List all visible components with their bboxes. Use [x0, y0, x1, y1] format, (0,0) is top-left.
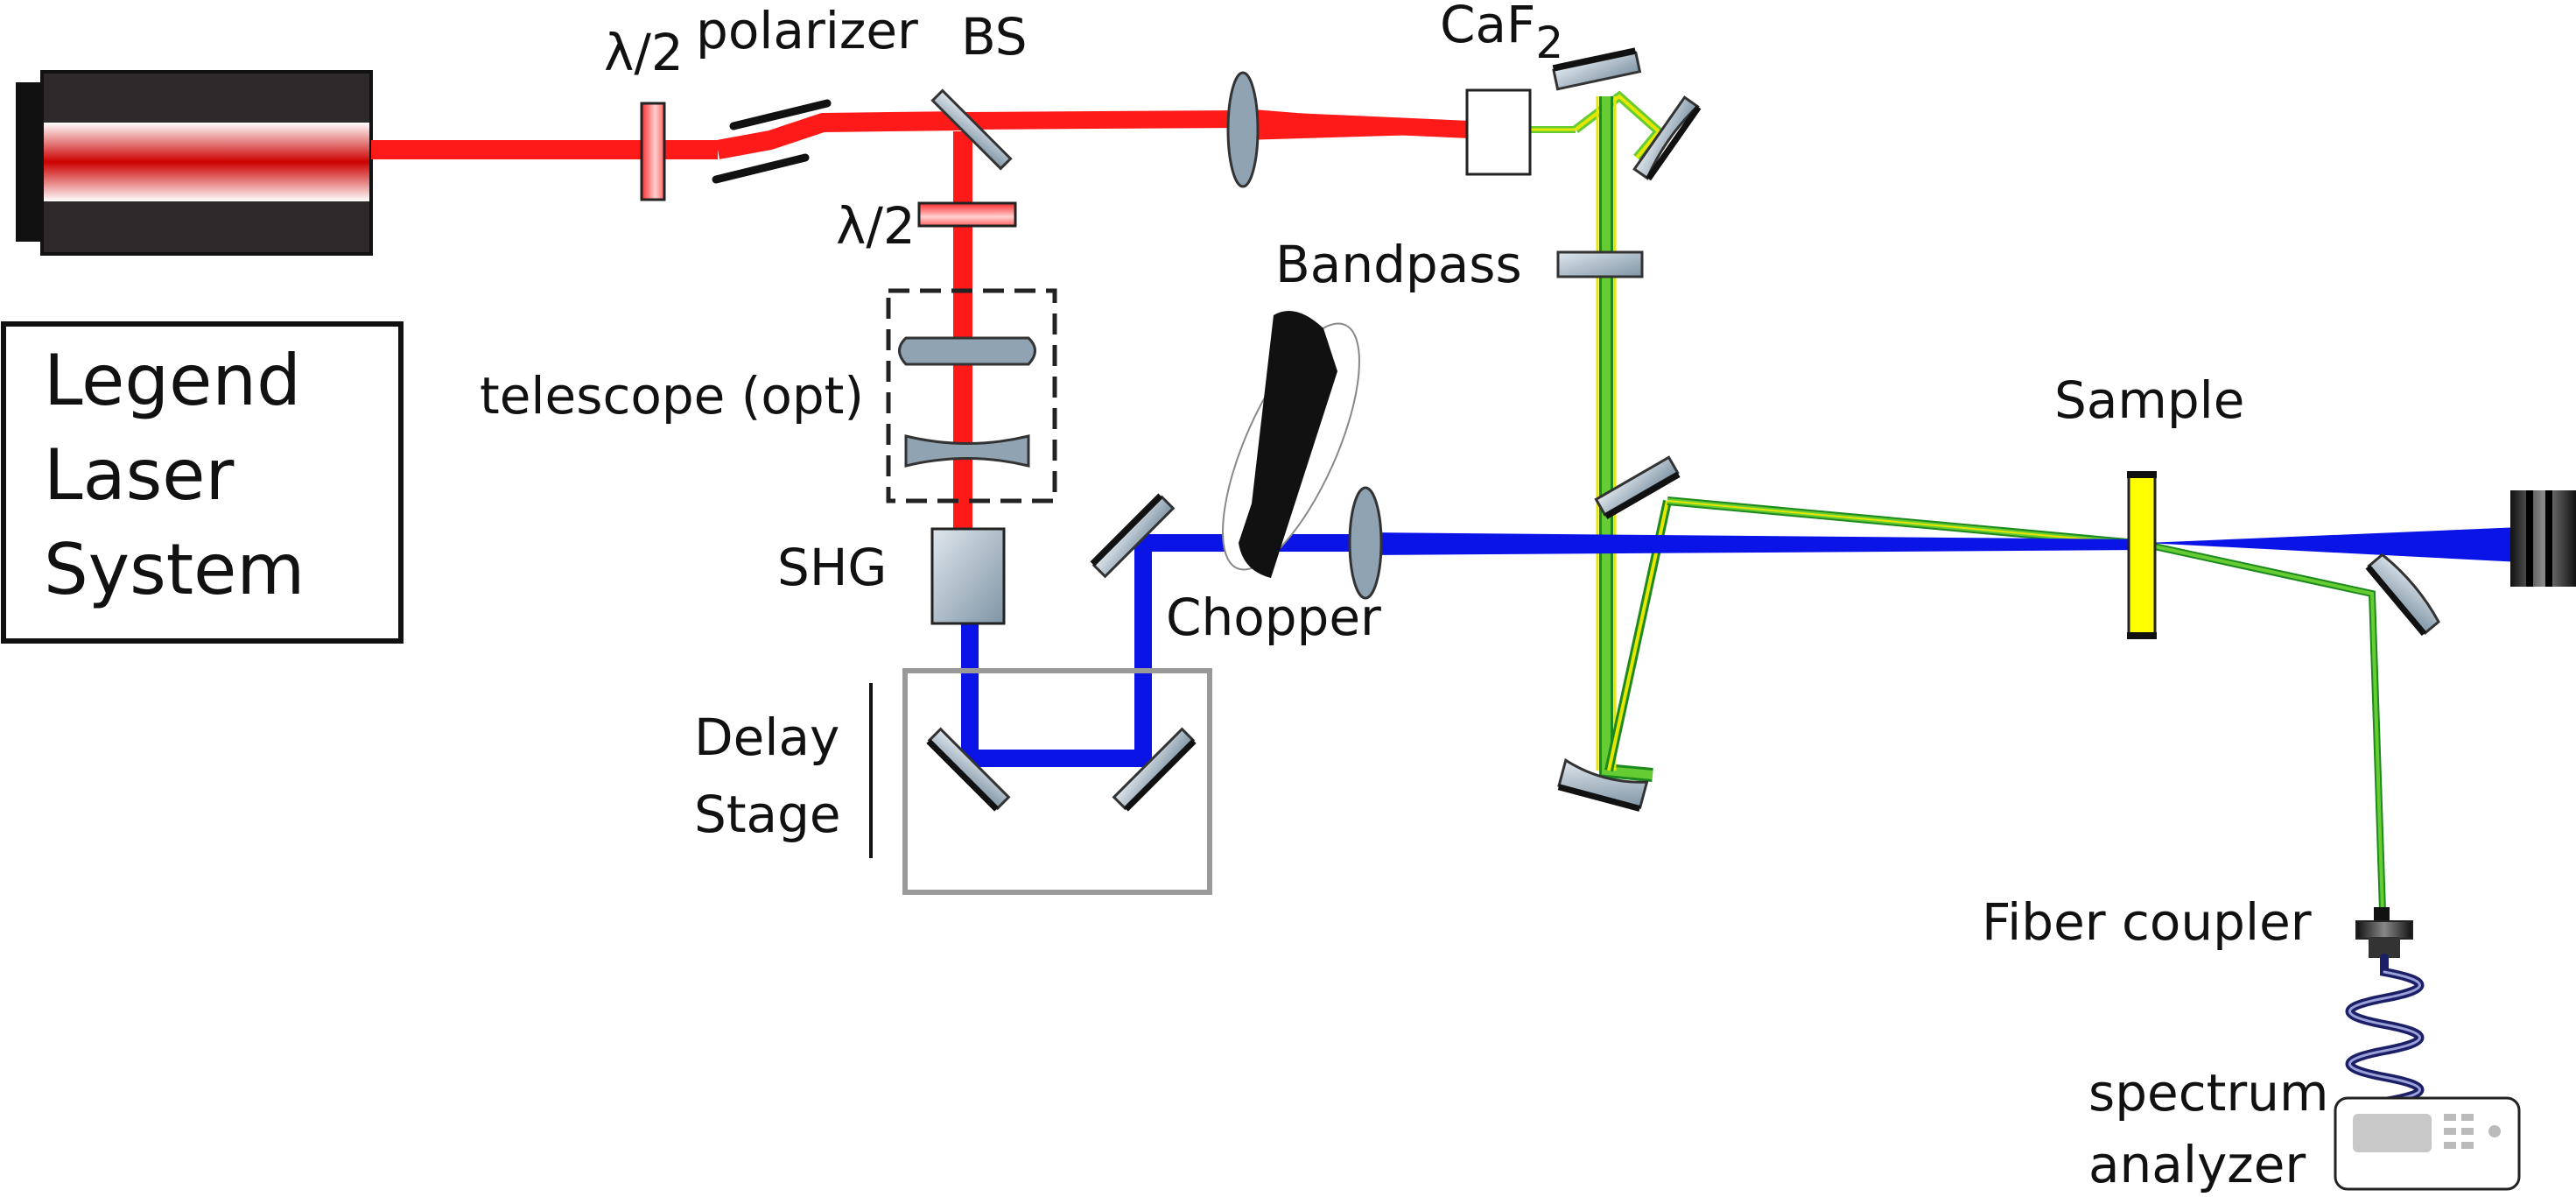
blue-beam-to-dump: [2146, 527, 2521, 562]
label-caf2: CaF2: [1440, 0, 1563, 68]
chopper[interactable]: [1196, 306, 1387, 587]
label-spectrum: spectrum: [2088, 1063, 2328, 1123]
half-wave-plate-1[interactable]: [640, 102, 666, 201]
label-stage: Stage: [694, 785, 841, 844]
fiber-coupler[interactable]: [2355, 907, 2413, 958]
label-half-wave-plate-1: λ/2: [604, 23, 684, 82]
fiber-coil: [2345, 954, 2425, 1122]
sample[interactable]: [2127, 471, 2157, 639]
legend-line-3: System: [44, 529, 305, 610]
blue-beam-paths: [961, 534, 1365, 767]
upper-right-mirror[interactable]: [1594, 455, 1681, 519]
sample-holder-top: [2127, 471, 2157, 478]
caf2-crystal[interactable]: [1465, 88, 1532, 176]
legend-laser-system-box: Legend Laser System: [1, 321, 404, 644]
laser-source: [16, 70, 373, 256]
label-polarizer: polarizer: [696, 1, 918, 60]
label-chopper: Chopper: [1166, 588, 1381, 647]
spectrum-analyzer[interactable]: [2334, 1096, 2521, 1191]
delay-mirror-left[interactable]: [926, 727, 1011, 812]
polarizer[interactable]: [712, 99, 832, 184]
label-analyzer: analyzer: [2088, 1135, 2306, 1194]
shg-crystal[interactable]: [930, 527, 1006, 625]
half-wave-plate-2[interactable]: [917, 201, 1017, 228]
sample-holder-bottom: [2127, 632, 2157, 639]
delay-mirror-right[interactable]: [1112, 727, 1197, 812]
focusing-lens-red[interactable]: [1226, 71, 1260, 188]
legend-line-1: Legend: [44, 340, 301, 421]
telescope-lens-1[interactable]: [898, 336, 1036, 366]
label-beam-splitter: BS: [961, 7, 1028, 67]
telescope-lens-2[interactable]: [904, 434, 1030, 468]
supercontinuum-beam: [1527, 90, 2386, 912]
delay-stage-box: [902, 668, 1212, 895]
label-sample: Sample: [2054, 370, 2244, 430]
label-telescope: telescope (opt): [480, 366, 864, 426]
blue-steering-mirror[interactable]: [1090, 493, 1176, 579]
label-fiber-coupler: Fiber coupler: [1982, 892, 2312, 952]
label-shg: SHG: [777, 538, 887, 597]
beam-dump: [2510, 490, 2576, 587]
detection-mirror[interactable]: [2365, 552, 2442, 637]
bandpass-filter[interactable]: [1556, 250, 1644, 278]
lower-curved-mirror[interactable]: [1557, 757, 1649, 812]
focusing-lens-blue[interactable]: [1348, 486, 1383, 600]
caf2-collimating-mirror[interactable]: [1552, 47, 1642, 91]
label-delay: Delay: [694, 708, 839, 767]
beam-splitter[interactable]: [930, 88, 1013, 171]
focus-cone-red: [1243, 109, 1479, 140]
telescope-box: [886, 288, 1057, 503]
label-bandpass: Bandpass: [1275, 235, 1522, 294]
caf2-turning-mirror[interactable]: [1632, 95, 1702, 181]
legend-line-2: Laser: [44, 434, 234, 516]
label-half-wave-plate-2: λ/2: [836, 196, 916, 256]
blue-beam-to-sample: [1365, 532, 2146, 555]
